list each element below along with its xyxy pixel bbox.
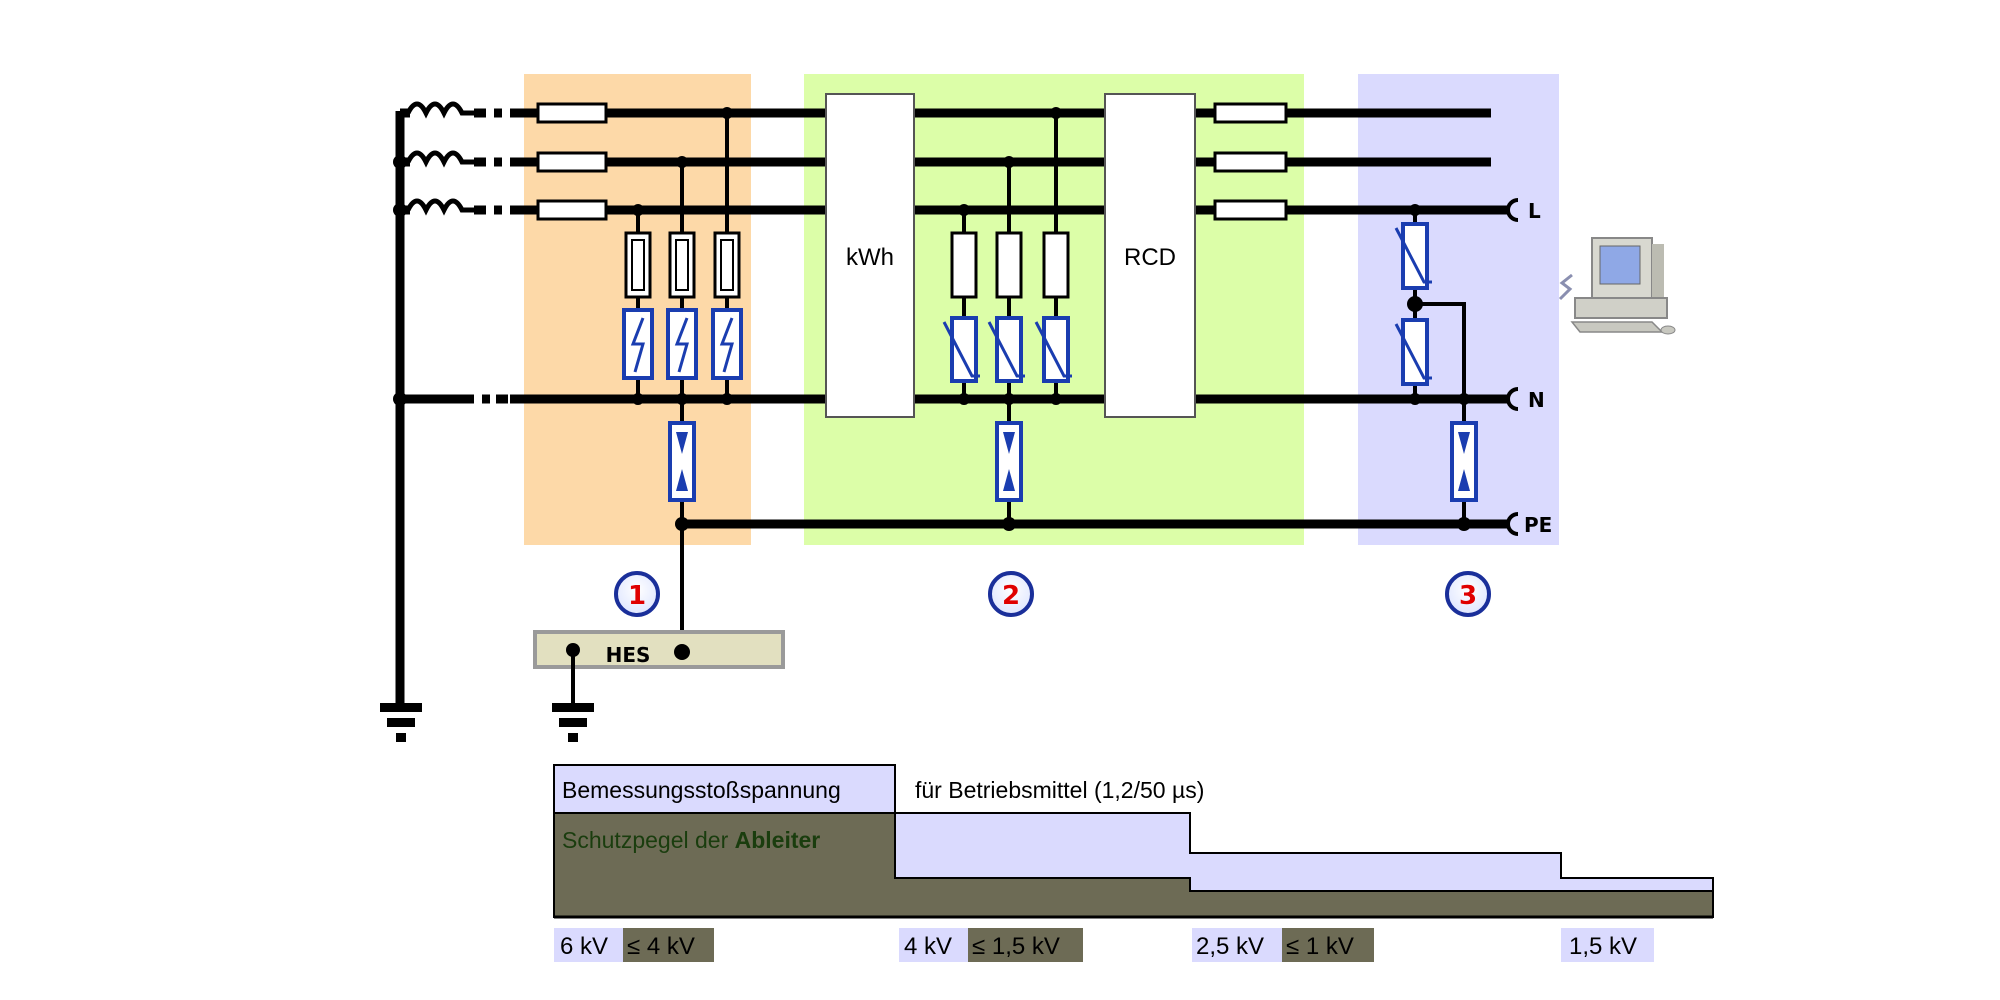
zone-badge-3: 3 bbox=[1445, 571, 1491, 617]
svg-text:1: 1 bbox=[628, 581, 646, 611]
energy-meter-label: kWh bbox=[846, 244, 894, 271]
rcd-label: RCD bbox=[1124, 244, 1176, 271]
spark-gap-icon bbox=[668, 421, 696, 502]
varistor-icon bbox=[942, 316, 1072, 383]
protection-value: ≤ 4 kV bbox=[627, 933, 695, 960]
earthing-bar-label: HES bbox=[606, 643, 651, 667]
ground-icon bbox=[380, 703, 422, 742]
lightning-arrester-icon bbox=[622, 308, 743, 380]
terminal-l: L bbox=[1528, 199, 1541, 223]
ground-icon bbox=[552, 703, 594, 742]
rated-value: 6 kV bbox=[560, 933, 608, 960]
varistor-icon bbox=[1394, 222, 1432, 386]
rated-value: 4 kV bbox=[904, 933, 952, 960]
spark-gap-icon bbox=[1450, 421, 1478, 502]
zone-3-arresters bbox=[1394, 204, 1478, 531]
protection-level-label: Schutzpegel der Ableiter bbox=[562, 827, 820, 853]
svg-text:2: 2 bbox=[1002, 581, 1020, 611]
protection-value: ≤ 1 kV bbox=[1286, 933, 1354, 960]
rated-voltage-suffix: für Betriebsmittel (1,2/50 µs) bbox=[915, 777, 1204, 803]
rated-value: 2,5 kV bbox=[1196, 933, 1264, 960]
voltage-level-chart: Bemessungsstoßspannung für Betriebsmitte… bbox=[553, 764, 1714, 962]
spark-gap-icon bbox=[995, 421, 1023, 502]
svg-text:3: 3 bbox=[1459, 581, 1477, 611]
protection-value: ≤ 1,5 kV bbox=[972, 933, 1060, 960]
zone-badge-2: 2 bbox=[988, 571, 1034, 617]
rated-value: 1,5 kV bbox=[1569, 933, 1637, 960]
computer-icon bbox=[1558, 237, 1676, 335]
line-fuses bbox=[536, 102, 1288, 221]
terminal-n: N bbox=[1528, 388, 1545, 412]
rcd-device bbox=[1104, 93, 1196, 418]
coil-icon bbox=[405, 101, 474, 216]
rated-voltage-label: Bemessungsstoßspannung bbox=[562, 777, 841, 803]
energy-meter bbox=[825, 93, 915, 418]
supply-transformer bbox=[380, 101, 508, 742]
rated-voltage-label-box bbox=[553, 764, 896, 814]
zone-badge-1: 1 bbox=[614, 571, 660, 617]
terminal-pe: PE bbox=[1524, 513, 1552, 537]
earthing-bar: HES bbox=[533, 630, 785, 742]
zone-1-arresters bbox=[622, 107, 743, 660]
terminals bbox=[1506, 198, 1519, 536]
zone-2-arresters bbox=[942, 107, 1072, 531]
